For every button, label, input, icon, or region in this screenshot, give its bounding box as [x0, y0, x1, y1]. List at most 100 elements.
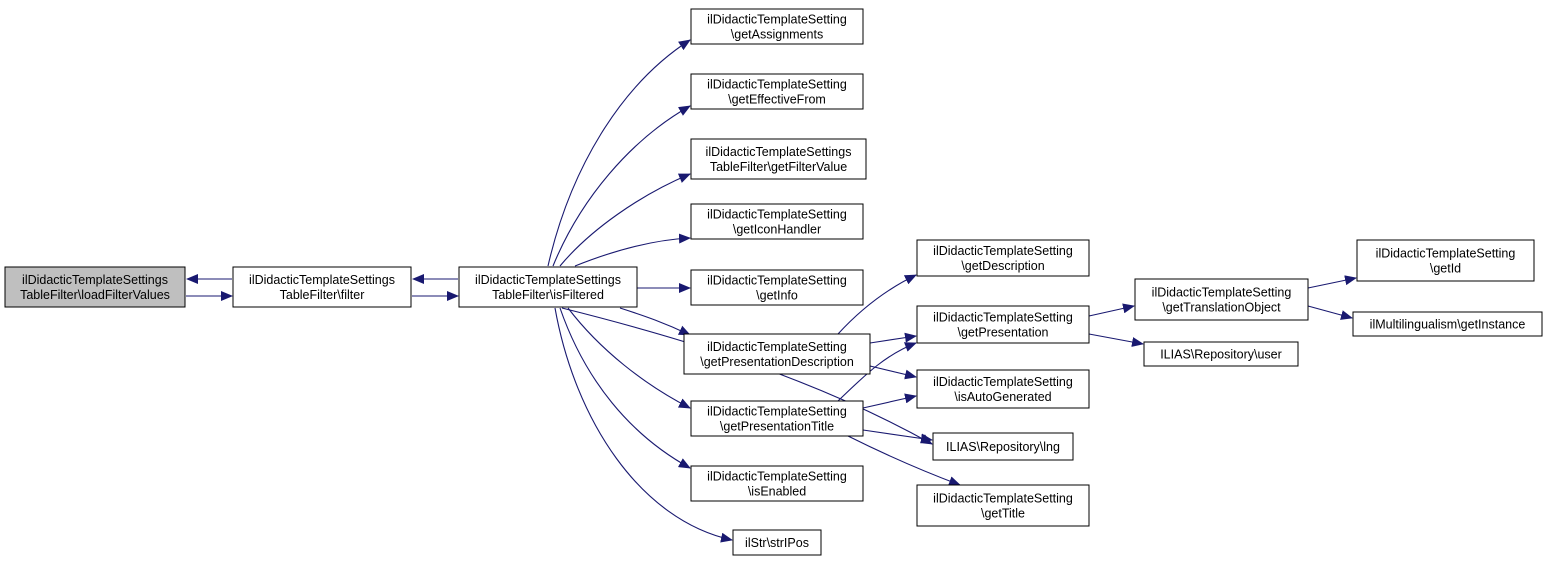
edge-line — [862, 393, 917, 409]
node-box — [690, 8, 864, 45]
edge-getPresentationDescription-to-getDescription — [837, 274, 917, 335]
node-label-line: ilDidacticTemplateSetting — [1152, 286, 1292, 300]
edge-line — [552, 105, 691, 267]
edge-line — [559, 307, 691, 469]
edge-isFiltered-to-getPresentationTitle — [567, 307, 691, 409]
node-label-line: \getIconHandler — [733, 223, 821, 237]
node-label-line: \isEnabled — [748, 485, 806, 499]
node-getFilterValue[interactable]: ilDidacticTemplateSettingsTableFilter\ge… — [690, 138, 867, 180]
node-label-line: \getId — [1430, 262, 1461, 276]
node-box — [690, 465, 864, 502]
edge-line — [837, 274, 917, 335]
node-getEffectiveFrom[interactable]: ilDidacticTemplateSetting\getEffectiveFr… — [690, 73, 864, 110]
node-label-line: \isAutoGenerated — [954, 390, 1051, 404]
node-label-line: ILIAS\Repository\lng — [946, 440, 1060, 454]
node-label-line: ilDidacticTemplateSetting — [707, 405, 847, 419]
node-label-line: \getPresentationTitle — [720, 420, 834, 434]
edge-getPresentationTitle-to-isAutoGenerated — [862, 393, 917, 409]
edge-line — [1088, 333, 1144, 347]
node-label-line: ilDidacticTemplateSetting — [707, 208, 847, 222]
node-box — [4, 266, 186, 308]
edge-line — [847, 435, 961, 486]
node-label-line: \getPresentationDescription — [700, 355, 854, 369]
node-label-line: ilDidacticTemplateSetting — [707, 470, 847, 484]
node-getTitle[interactable]: ilDidacticTemplateSetting\getTitle — [916, 484, 1090, 527]
node-label-line: ilDidacticTemplateSetting — [933, 311, 1073, 325]
edge-line — [554, 307, 733, 543]
node-box — [690, 203, 864, 240]
node-label-line: ilDidacticTemplateSettings — [249, 273, 395, 287]
edge-line — [559, 173, 691, 267]
node-label-line: TableFilter\loadFilterValues — [20, 288, 170, 302]
node-box — [683, 333, 871, 375]
node-box — [932, 432, 1074, 461]
node-getTranslationObject[interactable]: ilDidacticTemplateSetting\getTranslation… — [1134, 278, 1309, 321]
node-label-line: \getAssignments — [731, 28, 823, 42]
node-box — [232, 266, 412, 308]
edge-isFiltered-to-getIconHandler — [574, 233, 691, 267]
node-box — [1143, 341, 1299, 367]
node-label-line: ilDidacticTemplateSetting — [933, 244, 1073, 258]
node-filter[interactable]: ilDidacticTemplateSettingsTableFilter\fi… — [232, 266, 412, 308]
node-box — [916, 484, 1090, 527]
edge-line — [869, 365, 917, 380]
node-label-line: ilDidacticTemplateSettings — [475, 273, 621, 287]
node-label-line: ilDidacticTemplateSetting — [707, 13, 847, 27]
node-label-line: ILIAS\Repository\user — [1160, 348, 1282, 362]
node-label-line: ilDidacticTemplateSettings — [22, 273, 168, 287]
node-isEnabled[interactable]: ilDidacticTemplateSetting\isEnabled — [690, 465, 864, 502]
node-getPresentationTitle[interactable]: ilDidacticTemplateSetting\getPresentatio… — [690, 400, 864, 437]
edge-isFiltered-to-getPresentationDescription — [619, 307, 691, 336]
node-getId[interactable]: ilDidacticTemplateSetting\getId — [1356, 239, 1535, 282]
node-isAutoGenerated[interactable]: ilDidacticTemplateSetting\isAutoGenerate… — [916, 369, 1090, 409]
node-layer: ilDidacticTemplateSettingsTableFilter\lo… — [4, 8, 1543, 556]
edge-line — [1307, 275, 1357, 289]
edge-line — [1307, 305, 1353, 320]
edge-line — [567, 307, 691, 409]
edge-getPresentationTitle-to-getTitle — [847, 435, 961, 486]
node-box — [916, 305, 1090, 344]
edge-getPresentationDescription-to-isAutoGenerated — [869, 365, 917, 380]
node-getAssignments[interactable]: ilDidacticTemplateSetting\getAssignments — [690, 8, 864, 45]
node-label-line: ilDidacticTemplateSetting — [1376, 247, 1516, 261]
node-getInfo[interactable]: ilDidacticTemplateSetting\getInfo — [690, 269, 864, 306]
node-label-line: \getInfo — [756, 289, 798, 303]
node-box — [1356, 239, 1535, 282]
edge-line — [837, 342, 917, 402]
node-label-line: TableFilter\isFiltered — [492, 288, 604, 302]
node-getPresentation[interactable]: ilDidacticTemplateSetting\getPresentatio… — [916, 305, 1090, 344]
edge-line — [574, 233, 691, 267]
edge-isFiltered-to-getAssignments — [547, 39, 691, 267]
node-label-line: TableFilter\filter — [280, 288, 365, 302]
node-strIPos[interactable]: ilStr\strIPos — [732, 529, 822, 556]
node-user[interactable]: ILIAS\Repository\user — [1143, 341, 1299, 367]
node-label-line: \getEffectiveFrom — [728, 93, 826, 107]
edge-getPresentationTitle-to-getPresentation — [837, 342, 917, 402]
node-loadFilterValues[interactable]: ilDidacticTemplateSettingsTableFilter\lo… — [4, 266, 186, 308]
edge-line — [862, 429, 933, 444]
node-box — [916, 239, 1090, 277]
node-label-line: TableFilter\getFilterValue — [710, 160, 847, 174]
node-getDescription[interactable]: ilDidacticTemplateSetting\getDescription — [916, 239, 1090, 277]
node-lng[interactable]: ILIAS\Repository\lng — [932, 432, 1074, 461]
node-label-line: ilDidacticTemplateSetting — [707, 274, 847, 288]
edge-isFiltered-to-strIPos — [554, 307, 733, 543]
node-getIconHandler[interactable]: ilDidacticTemplateSetting\getIconHandler — [690, 203, 864, 240]
node-box — [1134, 278, 1309, 321]
node-box — [732, 529, 822, 556]
node-label-line: \getTranslationObject — [1162, 301, 1281, 315]
node-getPresentationDescription[interactable]: ilDidacticTemplateSetting\getPresentatio… — [683, 333, 871, 375]
node-label-line: ilDidacticTemplateSettings — [706, 145, 852, 159]
edge-isFiltered-to-getEffectiveFrom — [552, 105, 691, 267]
edge-getPresentation-to-getTranslationObject — [1088, 303, 1135, 317]
edge-getPresentationDescription-to-getPresentation — [869, 332, 917, 344]
edge-isFiltered-to-getFilterValue — [559, 173, 691, 267]
node-box — [1352, 311, 1543, 337]
node-getInstance[interactable]: ilMultilingualism\getInstance — [1352, 311, 1543, 337]
node-isFiltered[interactable]: ilDidacticTemplateSettingsTableFilter\is… — [458, 266, 638, 308]
node-label-line: ilDidacticTemplateSetting — [707, 78, 847, 92]
edge-getTranslationObject-to-getId — [1307, 275, 1357, 289]
node-label-line: ilDidacticTemplateSetting — [707, 340, 847, 354]
node-box — [690, 269, 864, 306]
